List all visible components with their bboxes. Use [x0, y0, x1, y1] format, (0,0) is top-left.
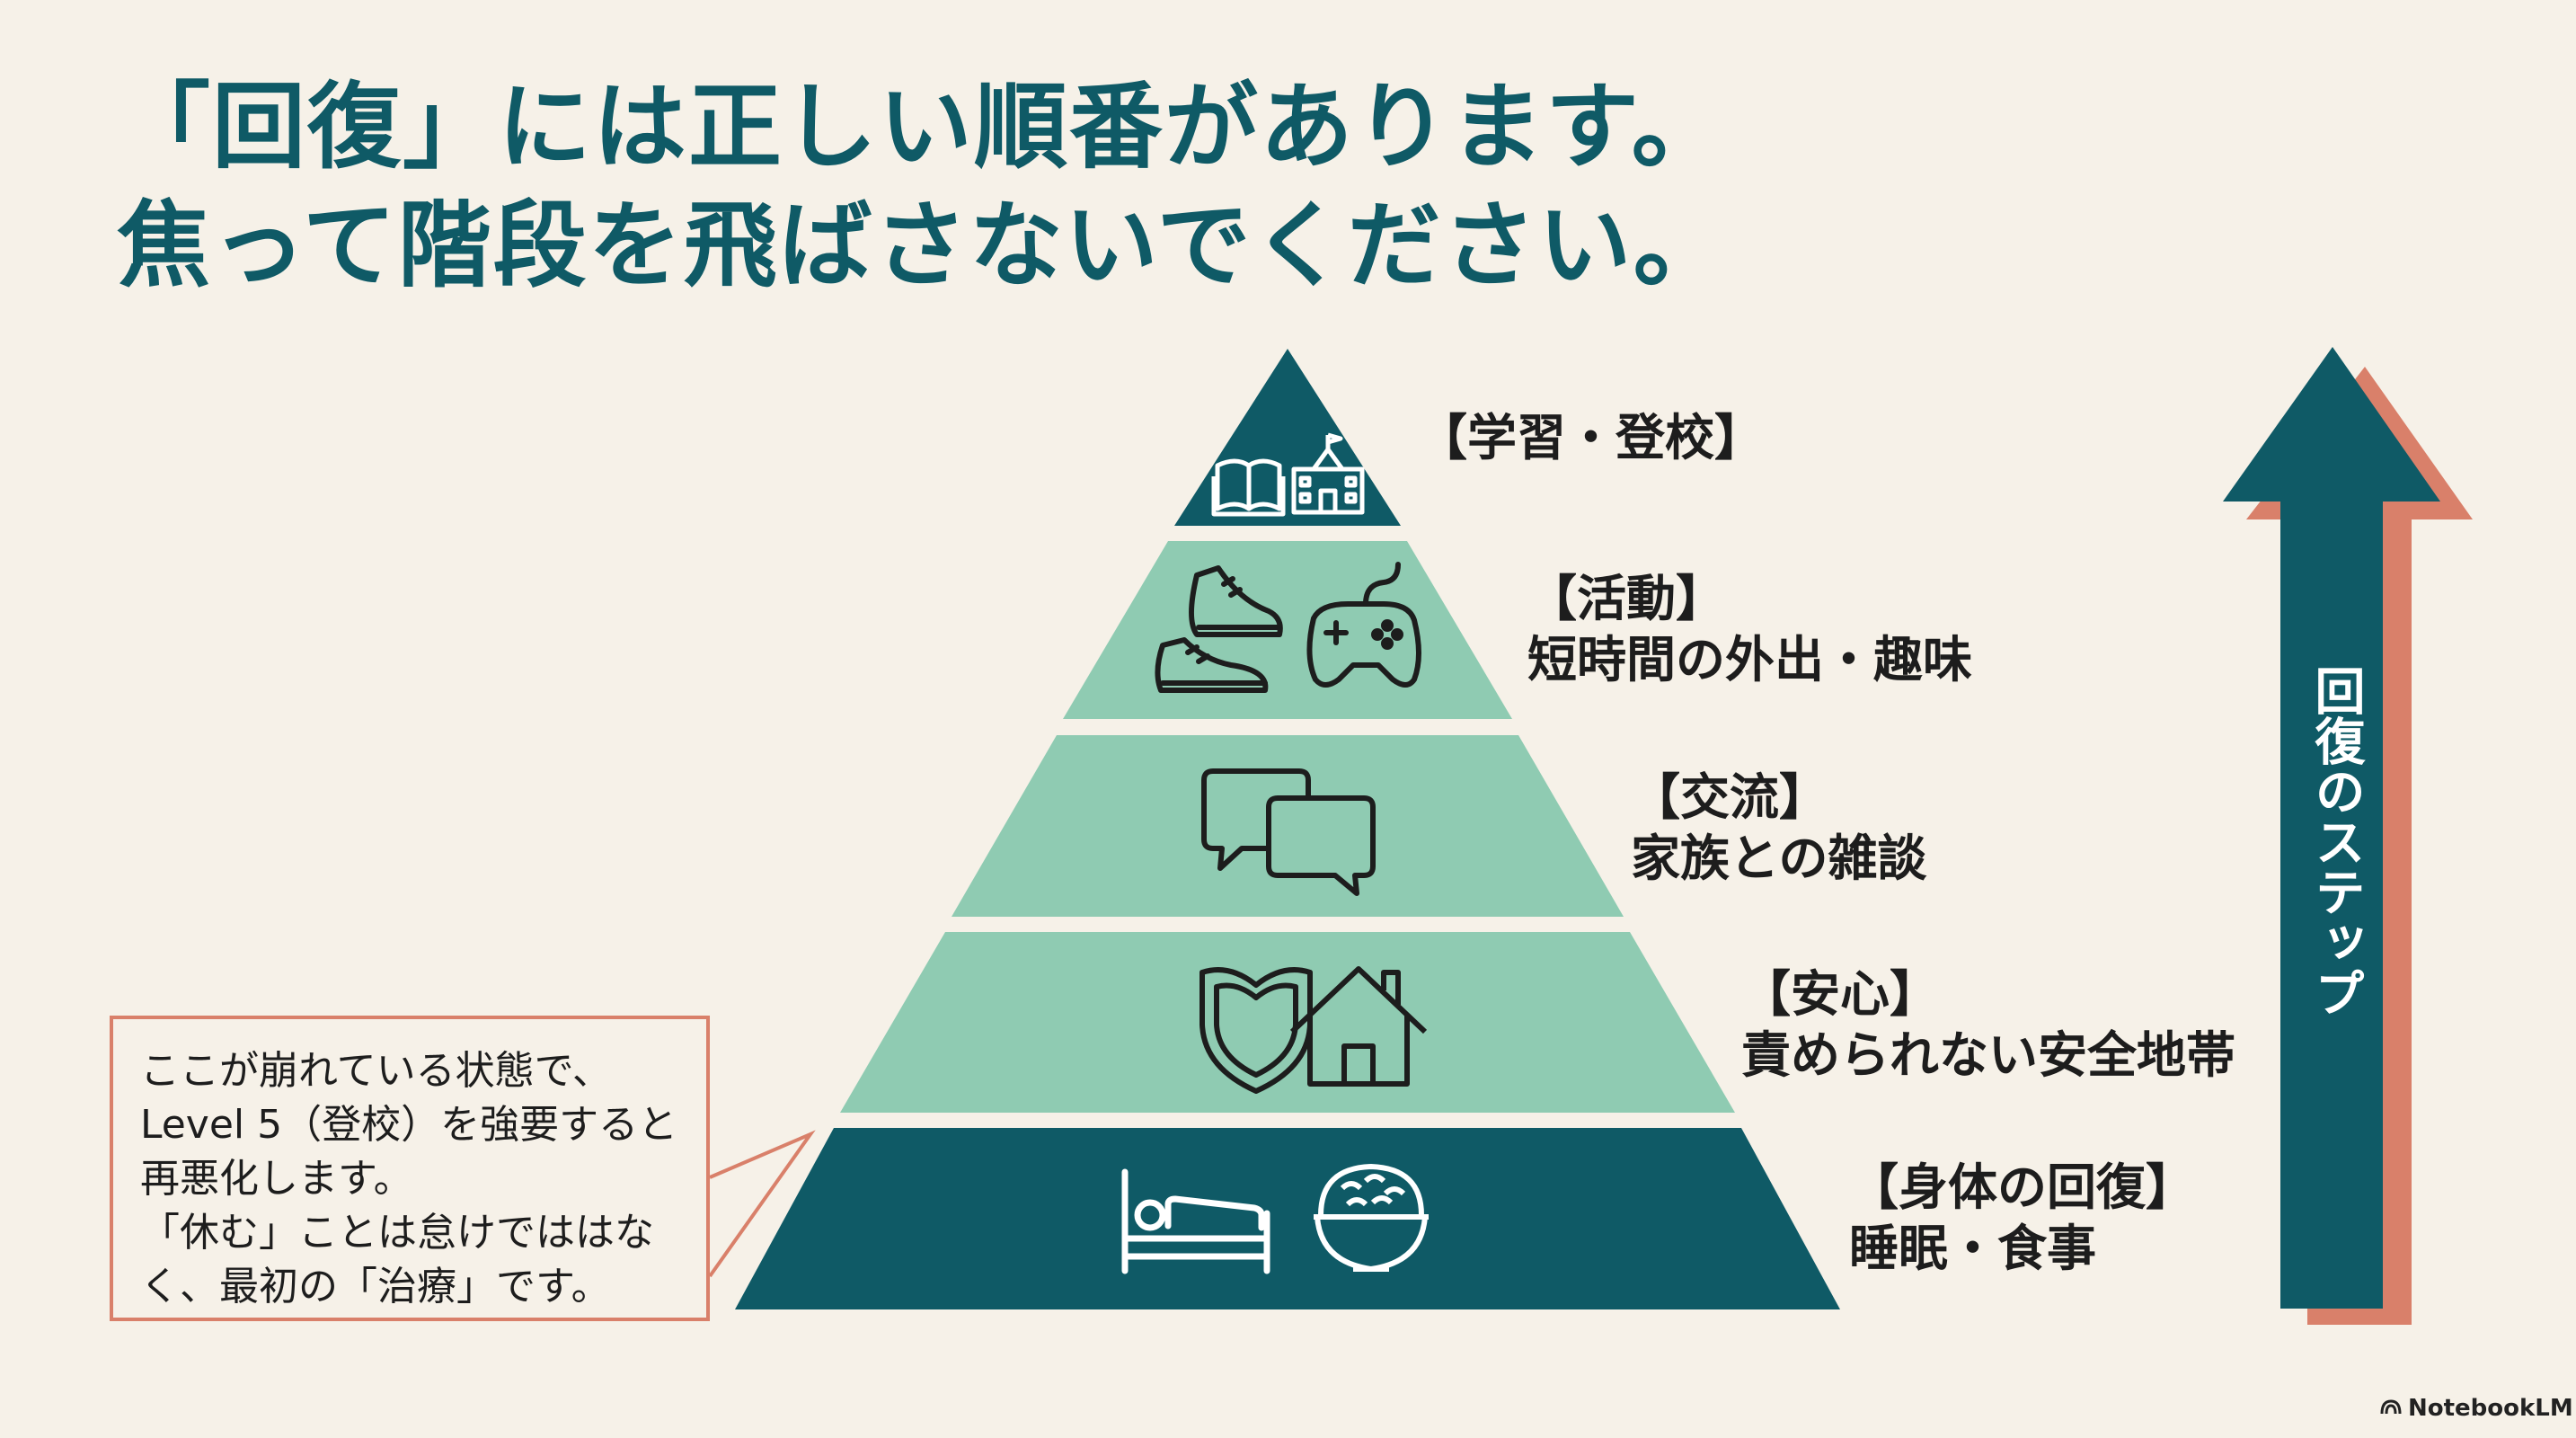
level-2-detail: 短時間の外出・趣味 [1527, 631, 1973, 688]
gamepad-icon [1306, 562, 1421, 688]
title-line-1: 「回復」には正しい順番があります。 [117, 72, 1727, 182]
page-title: 「回復」には正しい順番があります。 焦って階段を飛ばさないでください。 [117, 67, 1729, 305]
bed-icon [1121, 1168, 1270, 1274]
pyramid-tier-2 [1063, 541, 1512, 719]
pyramid-tier-5 [735, 1128, 1840, 1309]
level-5-heading: 【身体の回復】 [1849, 1158, 2196, 1216]
note-line-3: 再悪化します。 [140, 1156, 413, 1202]
chat-bubbles-icon [1201, 768, 1376, 896]
pyramid-tier-4 [840, 932, 1735, 1113]
recovery-arrow [2223, 347, 2440, 1309]
brand-label: NotebookLM [2408, 1395, 2573, 1422]
level-2-heading: 【活動】 [1527, 570, 1726, 627]
school-icon [1291, 432, 1365, 515]
arrow-label: 回復のステップ [2306, 665, 2365, 1017]
level-3-heading: 【交流】 [1631, 768, 1829, 826]
title-line-2: 焦って階段を飛ばさないでください。 [117, 191, 1729, 300]
shoes-icon [1155, 565, 1283, 693]
level-4-detail: 責められない安全地帯 [1741, 1026, 2236, 1084]
pyramid-tier-1 [1174, 349, 1401, 526]
note-line-4: 「休む」ことは怠けでははな [140, 1210, 654, 1256]
book-icon [1211, 458, 1286, 517]
note-line-1: ここが崩れている状態で、 [140, 1048, 612, 1094]
note-line-2: Level 5（登校）を強要すると [140, 1102, 678, 1148]
note-connector [708, 1130, 816, 1278]
level-3-detail: 家族との雑談 [1631, 830, 1927, 887]
rice-bowl-icon [1314, 1164, 1429, 1272]
level-5-detail: 睡眠・食事 [1849, 1220, 2097, 1277]
note-line-5: く、最初の「治療」です。 [140, 1264, 611, 1309]
level-4-heading: 【安心】 [1741, 965, 1940, 1023]
brand-watermark: NotebookLM [2379, 1395, 2573, 1422]
level-1-heading: 【学習・登校】 [1418, 409, 1765, 466]
warning-note: ここが崩れている状態で、 Level 5（登校）を強要すると 再悪化します。 「… [110, 1016, 710, 1321]
house-icon [1289, 966, 1428, 1087]
notebooklm-logo-icon [2379, 1395, 2403, 1422]
